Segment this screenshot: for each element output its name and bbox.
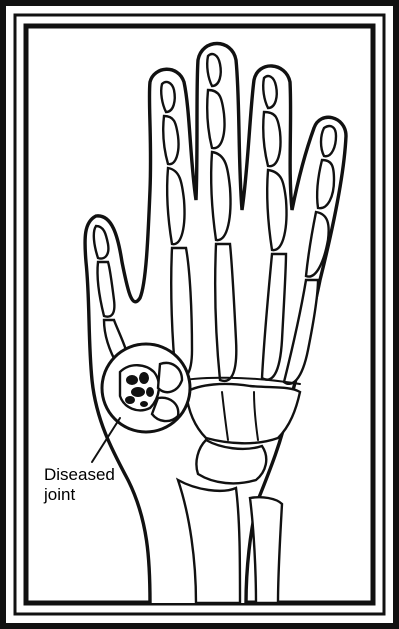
callout-label-line1: Diseased [44,465,115,484]
callout-label-line2: joint [43,485,75,504]
callout-label: Diseased joint [43,465,115,504]
diseased-joint-highlight [102,344,190,432]
